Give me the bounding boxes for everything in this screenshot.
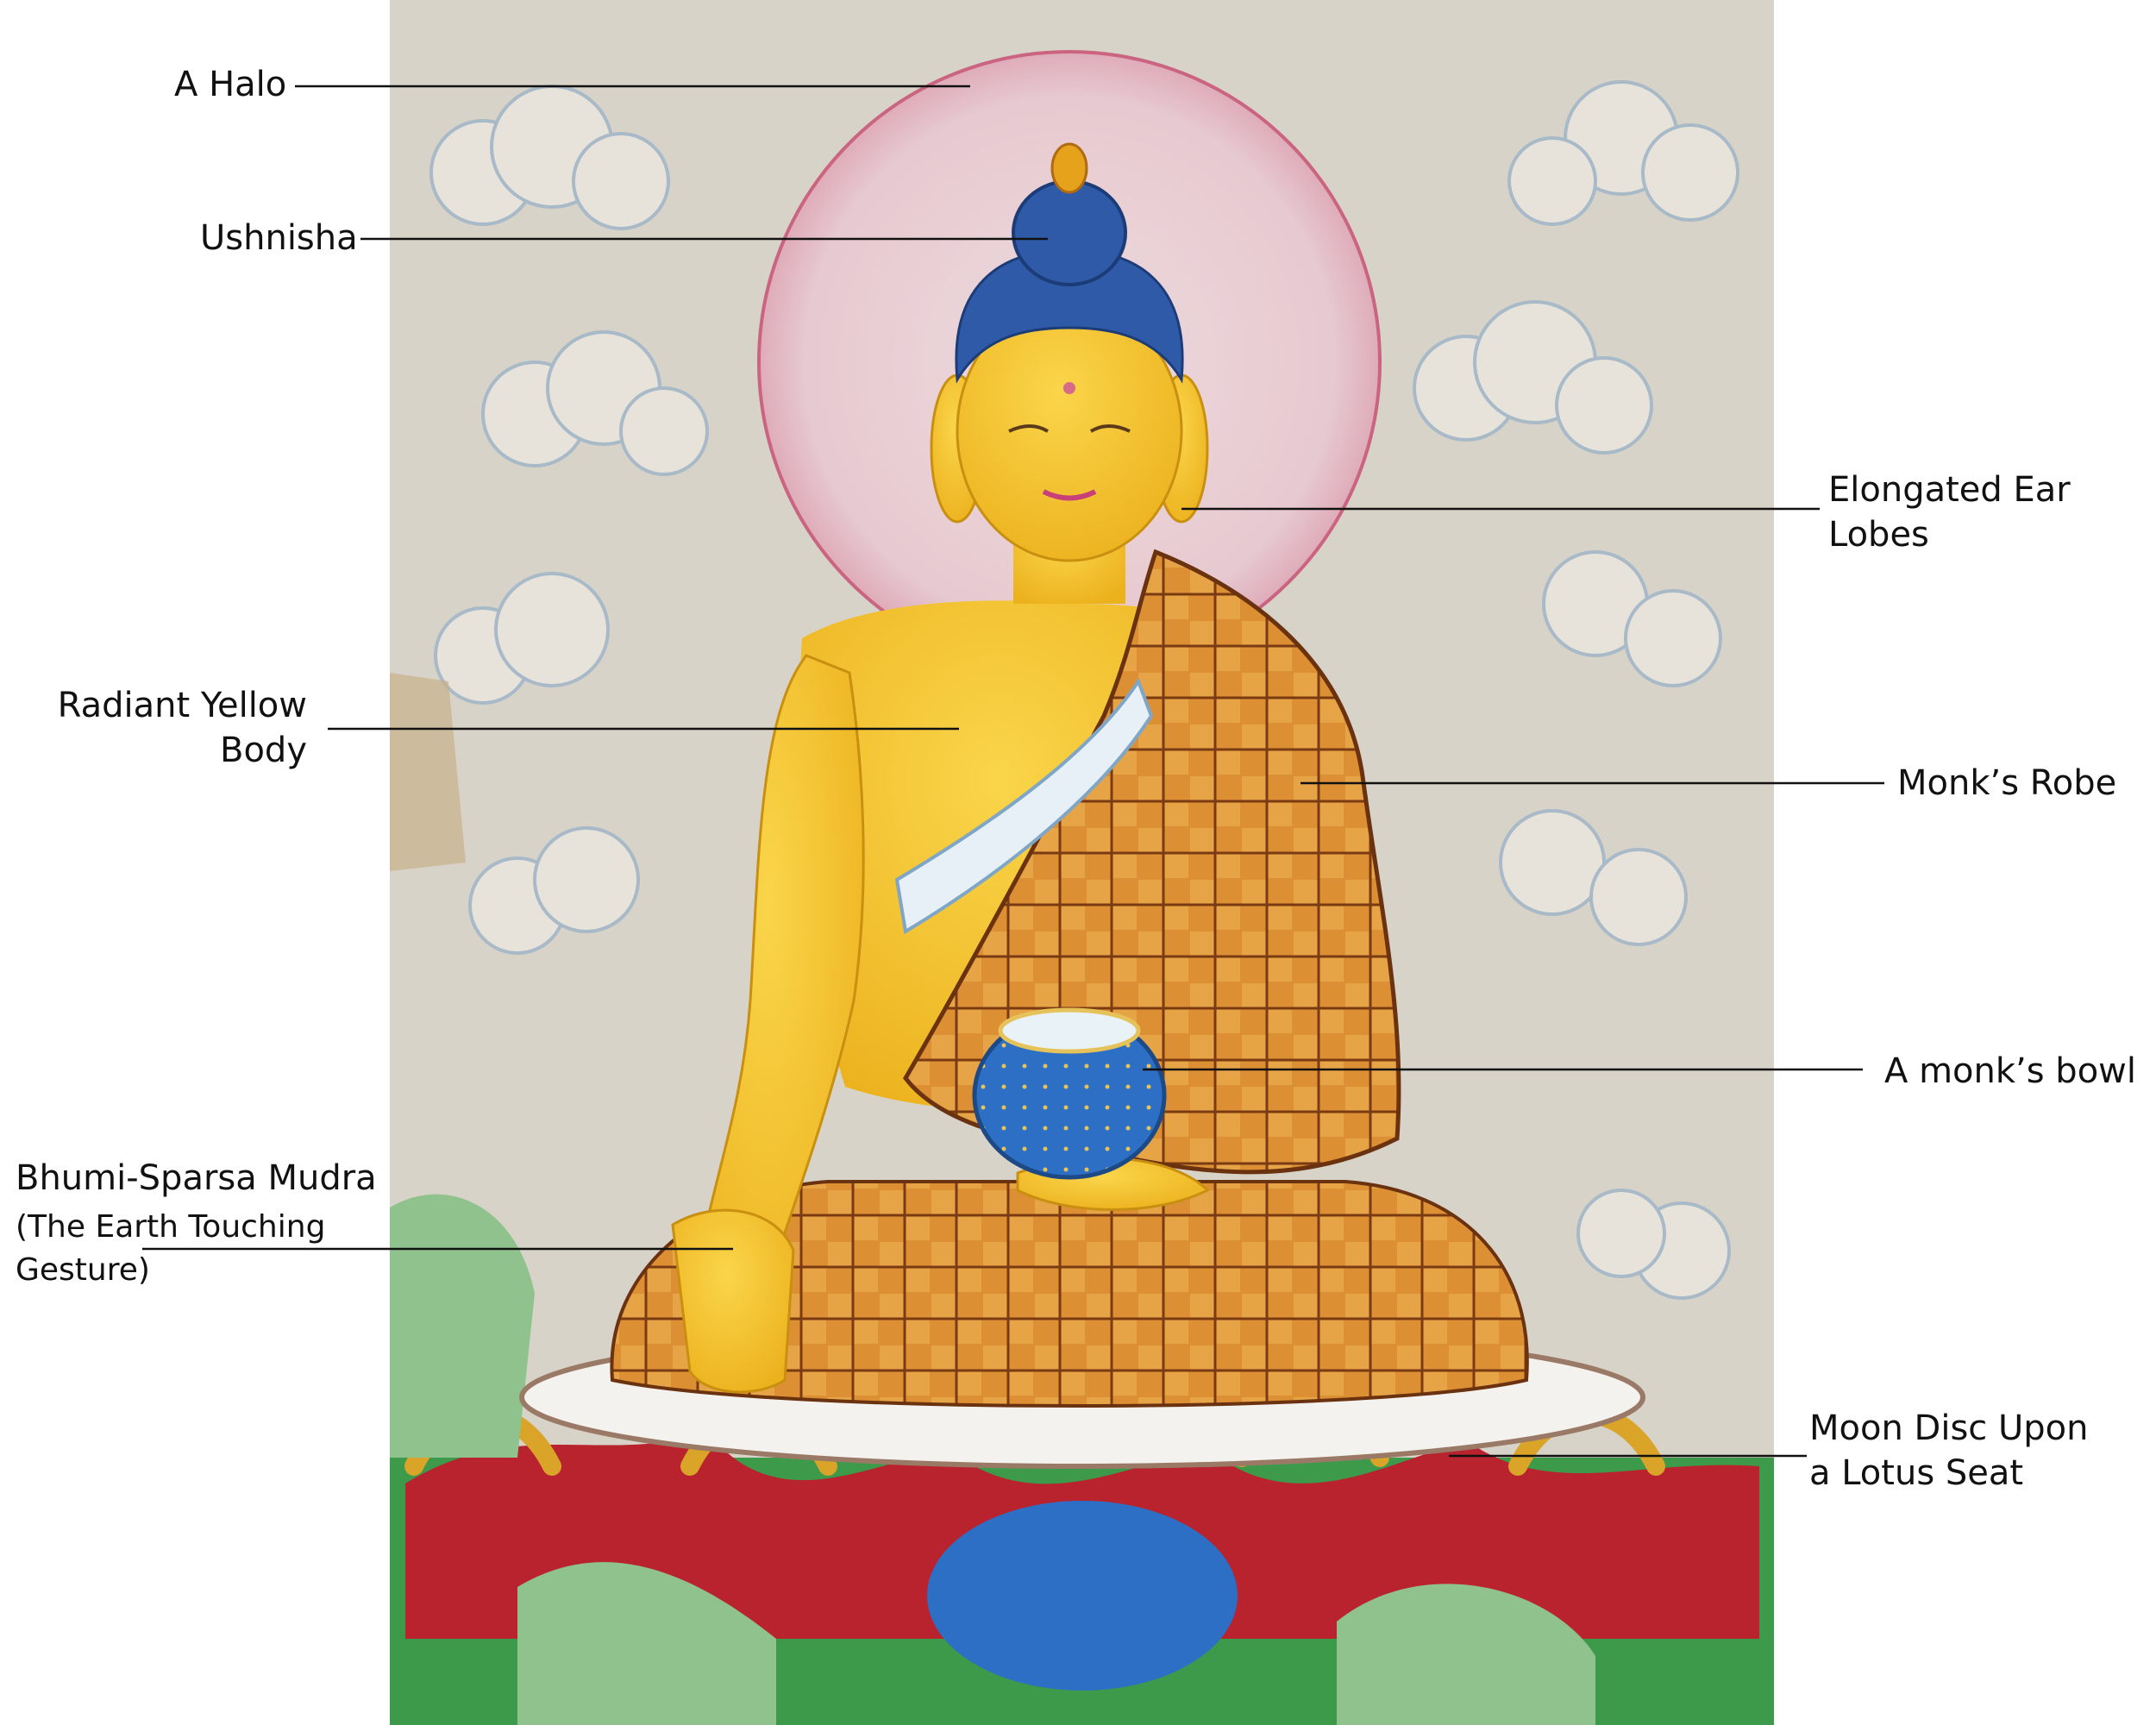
label-halo: A Halo [174,65,287,104]
label-mudra-sub-line2: Gesture) [16,1252,150,1288]
label-mudra-sub-line1: (The Earth Touching [16,1209,326,1245]
earth-touching-hand [671,1208,795,1394]
label-body-line2: Body [220,731,307,770]
label-seat: Moon Disc Upon a Lotus Seat [1809,1406,2088,1496]
bowl-rim [998,1007,1141,1054]
label-mudra-title: Bhumi-Sparsa Mudra [16,1158,377,1198]
label-ear-lobes-line2: Lobes [1828,515,1929,555]
label-ear-lobes: Elongated Ear Lobes [1828,467,2071,557]
ushnisha-jewel [1050,142,1088,194]
label-seat-line2: a Lotus Seat [1809,1453,2024,1493]
label-seat-line1: Moon Disc Upon [1809,1408,2089,1448]
side-object [390,673,466,871]
leader-lines [142,85,1884,1458]
label-body: Radiant Yellow Body [43,683,307,773]
lotus-seat [390,1194,1774,1725]
label-ushnisha: Ushnisha [200,218,358,258]
label-ear-lobes-line1: Elongated Ear [1828,470,2071,510]
ushnisha [1012,179,1127,286]
white-sash [894,677,1154,935]
cloud-decoration [429,80,1739,1300]
label-bowl: A monk’s bowl [1884,1051,2136,1091]
label-body-line1: Radiant Yellow [57,686,307,725]
hair [955,248,1184,384]
label-robe: Monk’s Robe [1897,763,2117,803]
label-mudra-sub: (The Earth Touching Gesture) [16,1206,325,1292]
